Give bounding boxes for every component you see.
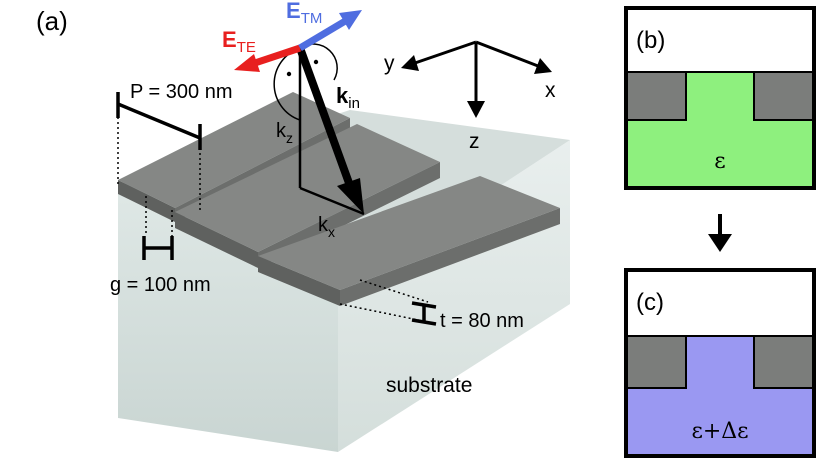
dimension-guides	[117, 112, 429, 323]
x-axis-arrowhead	[534, 58, 552, 74]
substrate-label: substrate	[386, 374, 472, 397]
gap-bracket	[142, 236, 174, 260]
period-label: P = 300 nm	[130, 81, 232, 103]
y-axis-arrowhead	[401, 55, 419, 71]
panel-c-frame	[624, 268, 816, 458]
e-tm-arrowhead	[339, 10, 362, 30]
k-z-base: k	[276, 120, 287, 142]
thickness-label: t = 80 nm	[440, 310, 524, 332]
panel-a: (a)	[36, 0, 570, 452]
panel-c-ridge-right	[753, 335, 815, 389]
e-tm-label: ETM	[286, 0, 322, 27]
panel-b-label: (b)	[636, 27, 665, 54]
grating-ridge	[258, 176, 560, 306]
k-in-base: k	[336, 83, 349, 108]
z-axis-arrowhead	[467, 101, 485, 118]
transition-arrow	[708, 214, 732, 252]
panel-b-ridge-right	[753, 71, 815, 121]
panel-c-ridge-left	[625, 335, 687, 389]
gap-label: g = 100 nm	[110, 274, 211, 296]
e-te-label: ETE	[222, 27, 256, 56]
e-tm-sub: TM	[301, 10, 323, 27]
panel-c: (c) ε+Δε	[624, 268, 816, 458]
axis-y-label: y	[384, 52, 395, 75]
k-in-label: kin	[336, 83, 360, 112]
panel-b: (b) ε	[624, 6, 816, 190]
e-te-sub: TE	[237, 39, 256, 56]
axis-x-label: x	[545, 79, 556, 102]
e-te-base: E	[222, 27, 237, 52]
k-in-arrowhead	[337, 178, 364, 214]
e-field-arrows	[234, 10, 362, 72]
grating-ridges	[118, 92, 560, 306]
panel-a-label: (a)	[36, 6, 68, 36]
panel-b-frame	[624, 6, 816, 190]
k-z-sub: z	[286, 130, 293, 146]
e-tm-base: E	[286, 0, 301, 23]
period-bracket	[116, 92, 202, 150]
k-x-label: kx	[318, 214, 335, 240]
k-x-base: k	[318, 214, 329, 236]
panel-c-epsilon: ε+Δε	[691, 419, 748, 444]
k-z-label: kz	[276, 120, 293, 146]
panel-b-epsilon: ε	[714, 149, 725, 174]
axis-z-label: z	[469, 130, 480, 153]
thickness-bracket	[411, 301, 437, 326]
k-in-sub: in	[348, 95, 360, 112]
coordinate-axes	[414, 40, 539, 104]
panel-b-ridge-left	[625, 71, 687, 121]
k-x-sub: x	[328, 224, 335, 240]
e-te-arrowhead	[234, 54, 260, 72]
panel-c-label: (c)	[636, 289, 664, 316]
